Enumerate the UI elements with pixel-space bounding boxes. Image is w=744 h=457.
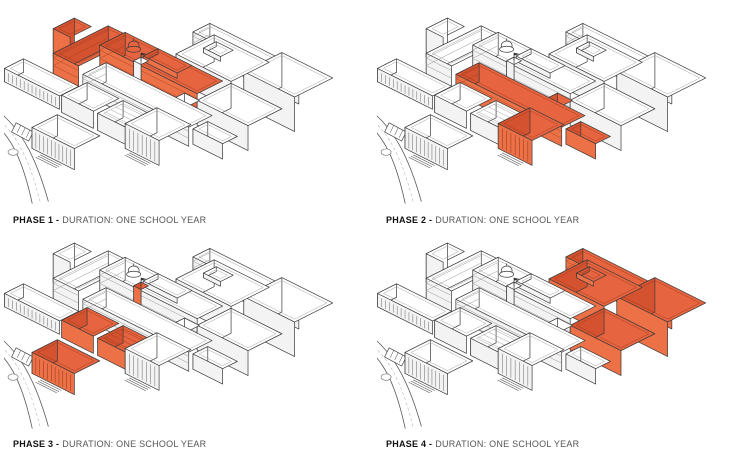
building-audit-right — [124, 331, 192, 391]
building-south-wing — [377, 282, 452, 335]
road — [4, 339, 49, 429]
phase-3-diagram — [4, 242, 334, 429]
building-mid-bar-ext — [192, 121, 238, 160]
building-audit-right — [497, 331, 565, 391]
phase-2-panel: PHASE 2 -DURATION: ONE SCHOOL YEAR — [375, 4, 742, 229]
crosswalk — [384, 346, 407, 366]
building-audit-lower — [31, 114, 101, 171]
building-roof-a — [142, 272, 193, 304]
traffic-island — [380, 148, 392, 156]
building-mid-bar-ext — [565, 121, 611, 160]
building-block-ne — [243, 52, 334, 132]
road — [377, 115, 422, 204]
dome — [499, 262, 515, 278]
traffic-island — [7, 373, 19, 381]
building-roof-n — [203, 41, 234, 62]
phase-4-panel: PHASE 4 -DURATION: ONE SCHOOL YEAR — [375, 229, 742, 454]
dome — [126, 38, 142, 53]
building-south-wing — [377, 58, 452, 110]
building-audit-right — [497, 107, 565, 166]
phase-3-label-duration: DURATION: ONE SCHOOL YEAR — [62, 439, 207, 449]
building-audit-lower — [31, 338, 101, 395]
building-audit-lower — [404, 338, 474, 395]
phase-4-diagram — [377, 242, 707, 429]
building-mid-bar-ext — [192, 345, 238, 384]
building-mid-bar-ext — [565, 345, 611, 384]
building-block-e — [569, 307, 656, 376]
dome — [499, 38, 515, 53]
phase-1-label: PHASE 1 -DURATION: ONE SCHOOL YEAR — [4, 214, 367, 229]
phase-2-label-bold: PHASE 2 - — [386, 214, 433, 225]
building-south-wing — [4, 282, 79, 335]
building-wing-b — [425, 25, 508, 88]
traffic-island — [380, 373, 392, 381]
phase-2-diagram — [377, 17, 707, 204]
phase-2-label: PHASE 2 -DURATION: ONE SCHOOL YEAR — [377, 214, 740, 229]
phase-4-label-bold: PHASE 4 - — [386, 439, 433, 449]
phase-1-label-bold: PHASE 1 - — [13, 214, 60, 225]
building-roof-n — [203, 265, 234, 287]
crosswalk — [11, 122, 34, 142]
building-court-a — [61, 306, 120, 354]
phase-3-label-bold: PHASE 3 - — [13, 439, 60, 449]
phase-4-label-duration: DURATION: ONE SCHOOL YEAR — [435, 439, 580, 449]
dome — [126, 262, 142, 278]
phase-1-diagram — [4, 17, 334, 204]
building-wing-b — [425, 249, 508, 312]
building-roof-a — [142, 48, 193, 79]
building-court-b — [97, 324, 154, 371]
phase-2-label-duration: DURATION: ONE SCHOOL YEAR — [435, 214, 580, 225]
crosswalk — [384, 122, 407, 142]
building-roof-a — [515, 272, 566, 304]
phase-3-panel: PHASE 3 -DURATION: ONE SCHOOL YEAR — [2, 229, 369, 454]
phase-1-label-duration: DURATION: ONE SCHOOL YEAR — [62, 214, 207, 225]
phase-4-label: PHASE 4 -DURATION: ONE SCHOOL YEAR — [377, 438, 740, 453]
phase-3-label: PHASE 3 -DURATION: ONE SCHOOL YEAR — [4, 438, 367, 453]
traffic-island — [7, 148, 19, 156]
crosswalk — [11, 346, 34, 366]
building-south-wing — [4, 58, 79, 110]
building-audit-lower — [404, 114, 474, 171]
building-audit-right — [124, 107, 192, 166]
road — [4, 115, 49, 204]
phase-1-panel: PHASE 1 -DURATION: ONE SCHOOL YEAR — [2, 4, 369, 229]
building-roof-n — [576, 41, 607, 62]
building-roof-n — [576, 265, 607, 287]
road — [377, 339, 422, 429]
